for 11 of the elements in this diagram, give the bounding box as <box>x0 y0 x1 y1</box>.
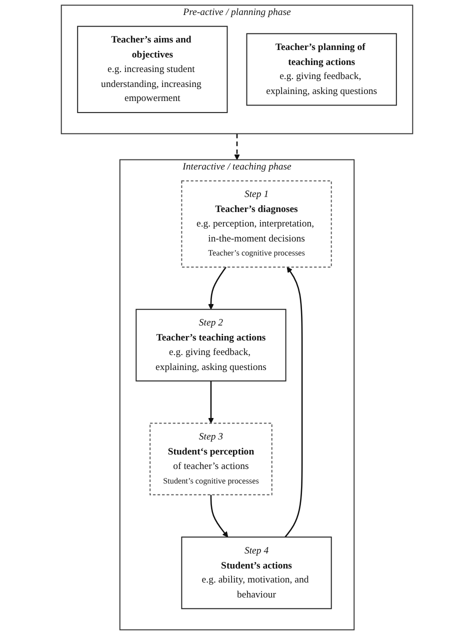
node-box: Step 1 Teacher’s diagnoses e.g. perception, interpretation, in-the-moment decisions Teacher’s cognitive processes <box>181 180 332 268</box>
node-box: Teacher’s planning of teaching actions e.g. giving feedback, explaining, asking questions <box>246 33 397 106</box>
node-box: Step 3 Student‘s perception of teacher’s actions Student’s cognitive processes <box>150 422 272 496</box>
arrow <box>210 494 228 538</box>
arrow <box>208 266 226 310</box>
node-box: Step 4 Student’s actions e.g. ability, motivation, and behaviour <box>181 536 332 610</box>
arrow <box>284 266 303 538</box>
node-box: Step 2 Teacher’s teaching actions e.g. giving feedback, explaining, asking questions <box>136 308 286 382</box>
arrow <box>208 380 214 424</box>
arrow <box>234 134 240 160</box>
node-box: Teacher’s aims and objectives e.g. increasing student understanding, increasing empowerment <box>77 26 228 114</box>
